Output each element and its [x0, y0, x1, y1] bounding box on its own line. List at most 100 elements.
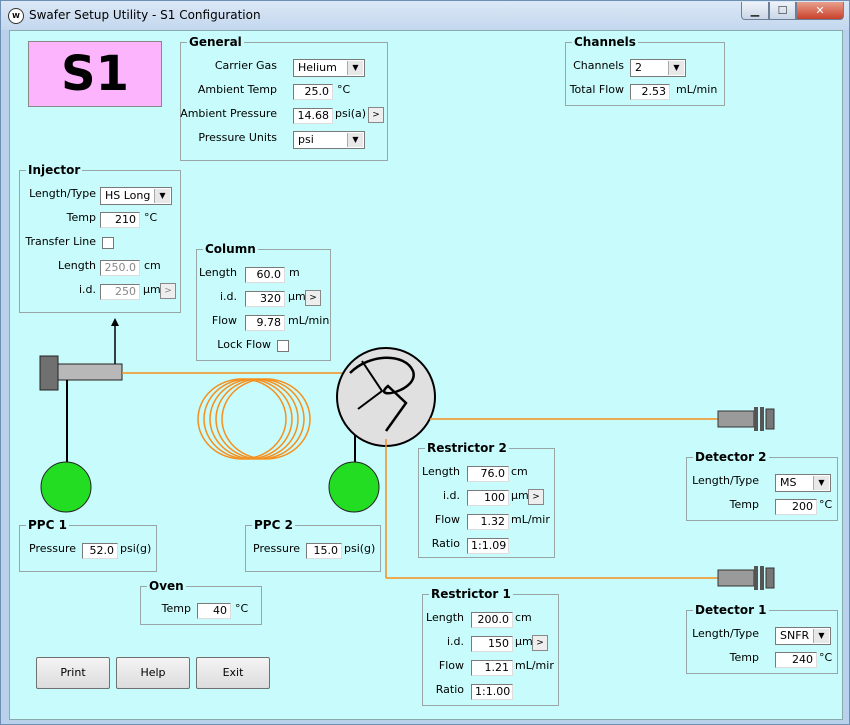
- configuration-badge: S1: [28, 41, 162, 107]
- ppc2-pressure-input[interactable]: 15.0: [306, 543, 342, 559]
- detector1-length-type-label: Length/Type: [692, 627, 759, 640]
- column-id-input[interactable]: 320: [245, 291, 285, 307]
- restrictor1-id-input[interactable]: 150: [471, 636, 513, 652]
- detector1-icon: [717, 566, 775, 590]
- restrictor2-flow-value: 1.32: [467, 514, 509, 530]
- column-length-label: Length: [199, 266, 237, 279]
- injector-temp-input[interactable]: 210: [100, 212, 140, 228]
- ppc1-pressure-input[interactable]: 52.0: [82, 543, 118, 559]
- restrictor1-id-label: i.d.: [446, 635, 464, 648]
- ambient-pressure-input[interactable]: 14.68: [293, 108, 333, 124]
- restrictor2-ratio-label: Ratio: [431, 537, 460, 550]
- restrictor1-length-input[interactable]: 200.0: [471, 612, 513, 628]
- exit-button[interactable]: Exit: [196, 657, 270, 689]
- restrictor2-id-input[interactable]: 100: [467, 490, 509, 506]
- channels-label: Channels: [573, 59, 624, 72]
- oven-temp-input[interactable]: 40: [197, 603, 231, 619]
- pressure-units-value: psi: [298, 133, 314, 146]
- pressure-units-select[interactable]: psi ▼: [293, 131, 365, 149]
- ppc1-title: PPC 1: [26, 518, 69, 532]
- injector-length-label: Length: [58, 259, 96, 272]
- detector2-icon: [717, 407, 775, 431]
- carrier-gas-select[interactable]: Helium▼: [293, 59, 365, 77]
- ambient-temp-unit: °C: [337, 83, 351, 96]
- chevron-right-icon: >: [309, 293, 317, 303]
- detector2-temp-label: Temp: [729, 498, 759, 511]
- restrictor1-id-more-button[interactable]: >: [532, 635, 548, 651]
- ambient-pressure-more-button[interactable]: >: [368, 107, 384, 123]
- injector-title: Injector: [26, 163, 83, 177]
- chevron-down-icon: ▼: [813, 629, 829, 643]
- column-title: Column: [203, 242, 258, 256]
- injector-id-unit: µm: [143, 283, 161, 296]
- column-length-input[interactable]: 60.0: [245, 267, 285, 283]
- detector1-temp-input[interactable]: 240: [775, 652, 817, 668]
- injector-length-type-select[interactable]: HS Long▼: [100, 187, 172, 205]
- injector-id-input[interactable]: 250: [100, 284, 140, 300]
- lock-flow-checkbox[interactable]: [277, 340, 289, 352]
- column-flow-unit: mL/min: [288, 314, 330, 327]
- help-button[interactable]: Help: [116, 657, 190, 689]
- injector-body-icon: [57, 363, 123, 381]
- channels-select[interactable]: 2▼: [630, 59, 686, 77]
- lock-flow-label: Lock Flow: [217, 338, 271, 351]
- chevron-down-icon: ▼: [347, 133, 363, 147]
- restrictor1-title: Restrictor 1: [429, 587, 513, 601]
- channels-title: Channels: [572, 35, 638, 49]
- detector1-type-value: SNFR: [780, 629, 810, 642]
- restrictor2-length-unit: cm: [511, 465, 528, 478]
- injector-length-type-value: HS Long: [105, 189, 151, 202]
- channels-value: 2: [635, 61, 642, 74]
- column-length-unit: m: [289, 266, 300, 279]
- print-button[interactable]: Print: [36, 657, 110, 689]
- ambient-pressure-unit: psi(a): [335, 107, 367, 120]
- column-flow-input[interactable]: 9.78: [245, 315, 285, 331]
- general-group: General Carrier Gas Helium▼ Ambient Temp…: [180, 35, 388, 161]
- minimize-button[interactable]: ▁: [741, 2, 769, 20]
- transfer-line-checkbox[interactable]: [102, 237, 114, 249]
- injector-length-unit: cm: [144, 259, 161, 272]
- restrictor1-length-unit: cm: [515, 611, 532, 624]
- swafer-device-icon: [336, 347, 436, 447]
- ppc2-pressure-unit: psi(g): [344, 542, 376, 555]
- ambient-temp-input[interactable]: 25.0: [293, 84, 333, 100]
- detector2-temp-unit: °C: [819, 498, 833, 511]
- column-flow-label: Flow: [211, 314, 237, 327]
- ambient-pressure-label: Ambient Pressure: [180, 107, 277, 120]
- restrictor1-flow-unit: mL/mir: [515, 659, 554, 672]
- column-id-more-button[interactable]: >: [305, 290, 321, 306]
- detector1-type-select[interactable]: SNFR▼: [775, 627, 831, 645]
- restrictor2-flow-unit: mL/mir: [511, 513, 550, 526]
- injector-id-more-button[interactable]: >: [160, 283, 176, 299]
- oven-temp-unit: °C: [235, 602, 249, 615]
- channels-group: Channels Channels 2▼ Total Flow 2.53 mL/…: [565, 35, 725, 106]
- column-coil-icon: [197, 378, 311, 460]
- detector2-temp-input[interactable]: 200: [775, 499, 817, 515]
- close-button[interactable]: ✕: [796, 2, 844, 20]
- injector-length-type-label: Length/Type: [29, 187, 96, 200]
- restrictor2-length-input[interactable]: 76.0: [467, 466, 509, 482]
- injector-length-input[interactable]: 250.0: [100, 260, 140, 276]
- title-bar[interactable]: W Swafer Setup Utility - S1 Configuratio…: [1, 1, 849, 30]
- restrictor1-id-unit: µm: [515, 635, 533, 648]
- restrictor2-id-more-button[interactable]: >: [528, 489, 544, 505]
- total-flow-label: Total Flow: [569, 83, 624, 96]
- oven-temp-label: Temp: [161, 602, 191, 615]
- column-id-label: i.d.: [219, 290, 237, 303]
- swafer-channel2-icon: [357, 360, 384, 410]
- detector2-type-select[interactable]: MS▼: [775, 474, 831, 492]
- ppc2-group: PPC 2 Pressure 15.0 psi(g): [245, 518, 381, 572]
- general-title: General: [187, 35, 244, 49]
- ppc2-title: PPC 2: [252, 518, 295, 532]
- detector2-type-value: MS: [780, 476, 797, 489]
- injector-temp-unit: °C: [144, 211, 158, 224]
- injector-cap-icon: [39, 355, 59, 391]
- chevron-right-icon: >: [532, 492, 540, 502]
- maximize-button[interactable]: ☐: [769, 2, 796, 20]
- carrier-gas-value: Helium: [298, 61, 337, 74]
- transfer-line-label: Transfer Line: [25, 235, 96, 248]
- chevron-right-icon: >: [372, 110, 380, 120]
- schematic-diagram: [39, 318, 775, 590]
- ppc1-pressure-label: Pressure: [29, 542, 76, 555]
